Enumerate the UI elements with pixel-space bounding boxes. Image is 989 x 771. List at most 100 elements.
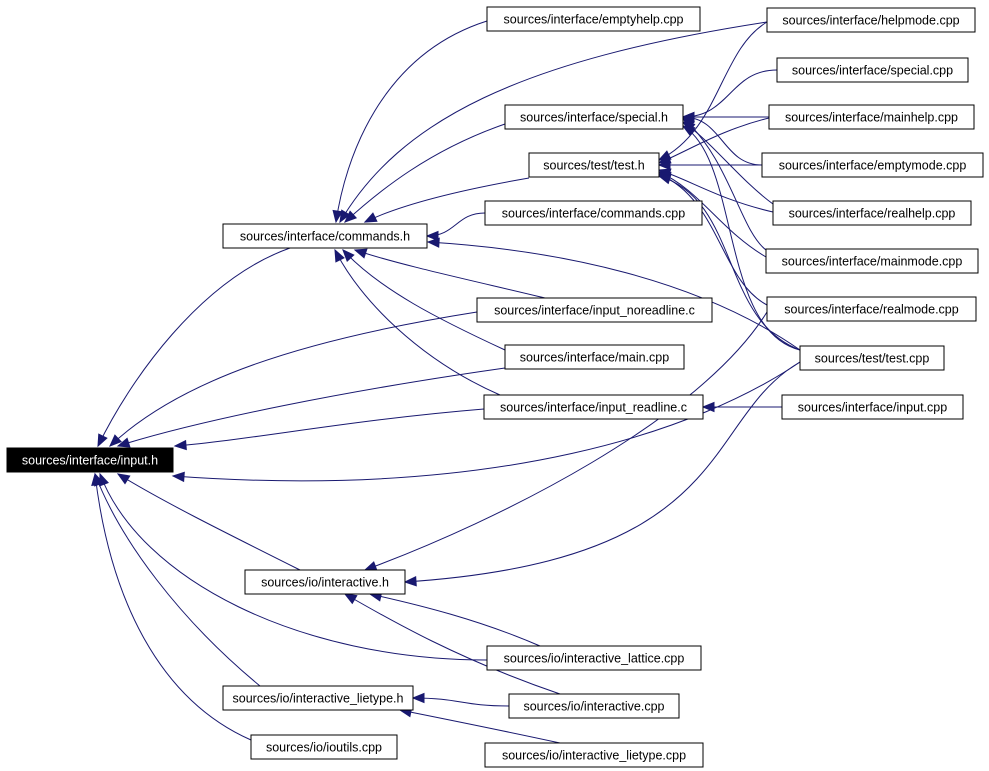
node-label: sources/io/interactive_lattice.cpp [504, 652, 685, 666]
edge-arrowhead [353, 248, 368, 259]
edge-input-noreadline-c-to-input-h [109, 311, 478, 447]
node-box [486, 645, 702, 671]
node-interactive-h[interactable]: sources/io/interactive.h [244, 569, 406, 595]
edge-arrowhead [681, 111, 695, 123]
node-interactive-lattice-cpp[interactable]: sources/io/interactive_lattice.cpp [486, 645, 702, 671]
node-label: sources/interface/helpmode.cpp [782, 14, 959, 28]
node-emptyhelp-cpp[interactable]: sources/interface/emptyhelp.cpp [486, 6, 701, 32]
node-label: sources/interface/realmode.cpp [784, 303, 958, 317]
node-label: sources/interface/realhelp.cpp [789, 207, 956, 221]
edge-arrowhead [344, 210, 358, 223]
node-label: sources/interface/mainhelp.cpp [785, 111, 958, 125]
node-helpmode-cpp[interactable]: sources/interface/helpmode.cpp [766, 7, 976, 33]
edge-realmode-cpp-to-test-h [658, 173, 768, 306]
node-box [222, 685, 414, 711]
edge-arrowhead [171, 471, 185, 483]
node-mainhelp-cpp[interactable]: sources/interface/mainhelp.cpp [768, 104, 975, 130]
node-realmode-cpp[interactable]: sources/interface/realmode.cpp [766, 296, 977, 322]
edge-arrowhead [343, 593, 358, 605]
node-label: sources/test/test.cpp [815, 352, 930, 366]
edge-arrowhead [425, 230, 439, 242]
node-interactive-lietype-h[interactable]: sources/io/interactive_lietype.h [222, 685, 414, 711]
edge-helpmode-cpp-to-commands-h [339, 21, 768, 223]
node-test-h[interactable]: sources/test/test.h [528, 152, 660, 178]
edge-interactive-lattice-cpp-to-input-h [99, 473, 488, 661]
node-commands-cpp[interactable]: sources/interface/commands.cpp [484, 200, 703, 226]
node-label: sources/interface/emptyhelp.cpp [504, 13, 684, 27]
node-box [799, 345, 945, 371]
edge-mainmode-cpp-to-special-h [682, 117, 767, 251]
node-box [483, 394, 704, 420]
node-input-noreadline-c[interactable]: sources/interface/input_noreadline.c [476, 297, 713, 323]
edge-arrowhead [681, 125, 696, 137]
node-interactive-cpp[interactable]: sources/io/interactive.cpp [508, 693, 680, 719]
edge-arrowhead [109, 434, 122, 447]
edge-input-noreadline-c-to-commands-h [354, 249, 546, 299]
node-box [504, 344, 685, 370]
node-input-cpp[interactable]: sources/interface/input.cpp [781, 394, 964, 420]
edge-arrowhead [426, 237, 440, 248]
node-realhelp-cpp[interactable]: sources/interface/realhelp.cpp [772, 200, 972, 226]
node-box [484, 200, 703, 226]
node-box [776, 57, 969, 83]
edge-arrowhead [116, 437, 131, 448]
node-label: sources/interface/input_readline.c [500, 401, 687, 415]
edge-ioutils-cpp-to-input-h [94, 473, 252, 741]
edges-layer [91, 20, 801, 744]
edge-main-cpp-to-commands-h [342, 249, 506, 351]
node-main-cpp[interactable]: sources/interface/main.cpp [504, 344, 685, 370]
node-label: sources/interface/special.cpp [792, 64, 953, 78]
edge-test-cpp-to-test-h [658, 175, 801, 351]
edge-interactive-h-to-input-h [117, 473, 301, 571]
node-input-readline-c[interactable]: sources/interface/input_readline.c [483, 394, 704, 420]
node-emptymode-cpp[interactable]: sources/interface/emptymode.cpp [761, 152, 984, 178]
edge-arrowhead [363, 212, 378, 223]
edge-interactive-cpp-to-interactive-lietype-h [412, 697, 510, 707]
node-label: sources/io/interactive_lietype.h [233, 692, 404, 706]
edge-arrowhead [411, 692, 425, 704]
edge-test-cpp-to-interactive-h [404, 361, 801, 583]
node-label: sources/io/interactive.h [261, 576, 389, 590]
edge-main-cpp-to-input-h [117, 367, 506, 447]
node-label: sources/interface/emptymode.cpp [779, 159, 967, 173]
edge-arrowhead [91, 472, 102, 487]
edge-arrowhead [173, 439, 187, 451]
edge-arrowhead [363, 561, 378, 571]
node-box [6, 447, 174, 473]
node-special-h[interactable]: sources/interface/special.h [504, 104, 684, 130]
edge-special-cpp-to-special-h [682, 69, 778, 118]
edge-commands-h-to-input-h [97, 247, 291, 447]
edge-interactive-lietype-h-to-input-h [94, 473, 261, 687]
node-label: sources/io/interactive.cpp [523, 700, 664, 714]
node-label: sources/interface/input.cpp [798, 401, 947, 415]
edge-realmode-cpp-to-commands-h [427, 241, 801, 351]
edge-arrowhead [682, 117, 696, 130]
node-box [504, 104, 684, 130]
edge-realhelp-cpp-to-special-h [682, 121, 774, 205]
node-interactive-lietype-cpp[interactable]: sources/io/interactive_lietype.cpp [484, 742, 704, 768]
node-test-cpp[interactable]: sources/test/test.cpp [799, 345, 945, 371]
edge-helpmode-cpp-to-test-h [658, 21, 768, 161]
edge-arrowhead [701, 401, 715, 413]
node-box [222, 223, 428, 249]
edge-test-h-to-commands-h [364, 177, 530, 223]
node-ioutils-cpp[interactable]: sources/io/ioutils.cpp [250, 734, 398, 760]
edge-arrowhead [339, 209, 351, 224]
node-special-cpp[interactable]: sources/interface/special.cpp [776, 57, 969, 83]
edge-arrowhead [403, 576, 417, 587]
node-box [781, 394, 964, 420]
node-label: sources/test/test.h [543, 159, 644, 173]
edge-interactive-lietype-cpp-to-interactive-lietype-h [399, 709, 561, 744]
node-box [766, 296, 977, 322]
node-box [766, 7, 976, 33]
edge-arrowhead [657, 174, 672, 185]
node-label: sources/interface/special.h [520, 111, 668, 125]
node-box [484, 742, 704, 768]
edge-special-h-to-commands-h [344, 123, 506, 223]
node-box [761, 152, 984, 178]
node-commands-h[interactable]: sources/interface/commands.h [222, 223, 428, 249]
node-input-h[interactable]: sources/interface/input.h [6, 447, 174, 473]
edge-emptyhelp-cpp-to-commands-h [335, 20, 488, 223]
node-mainmode-cpp[interactable]: sources/interface/mainmode.cpp [765, 248, 979, 274]
